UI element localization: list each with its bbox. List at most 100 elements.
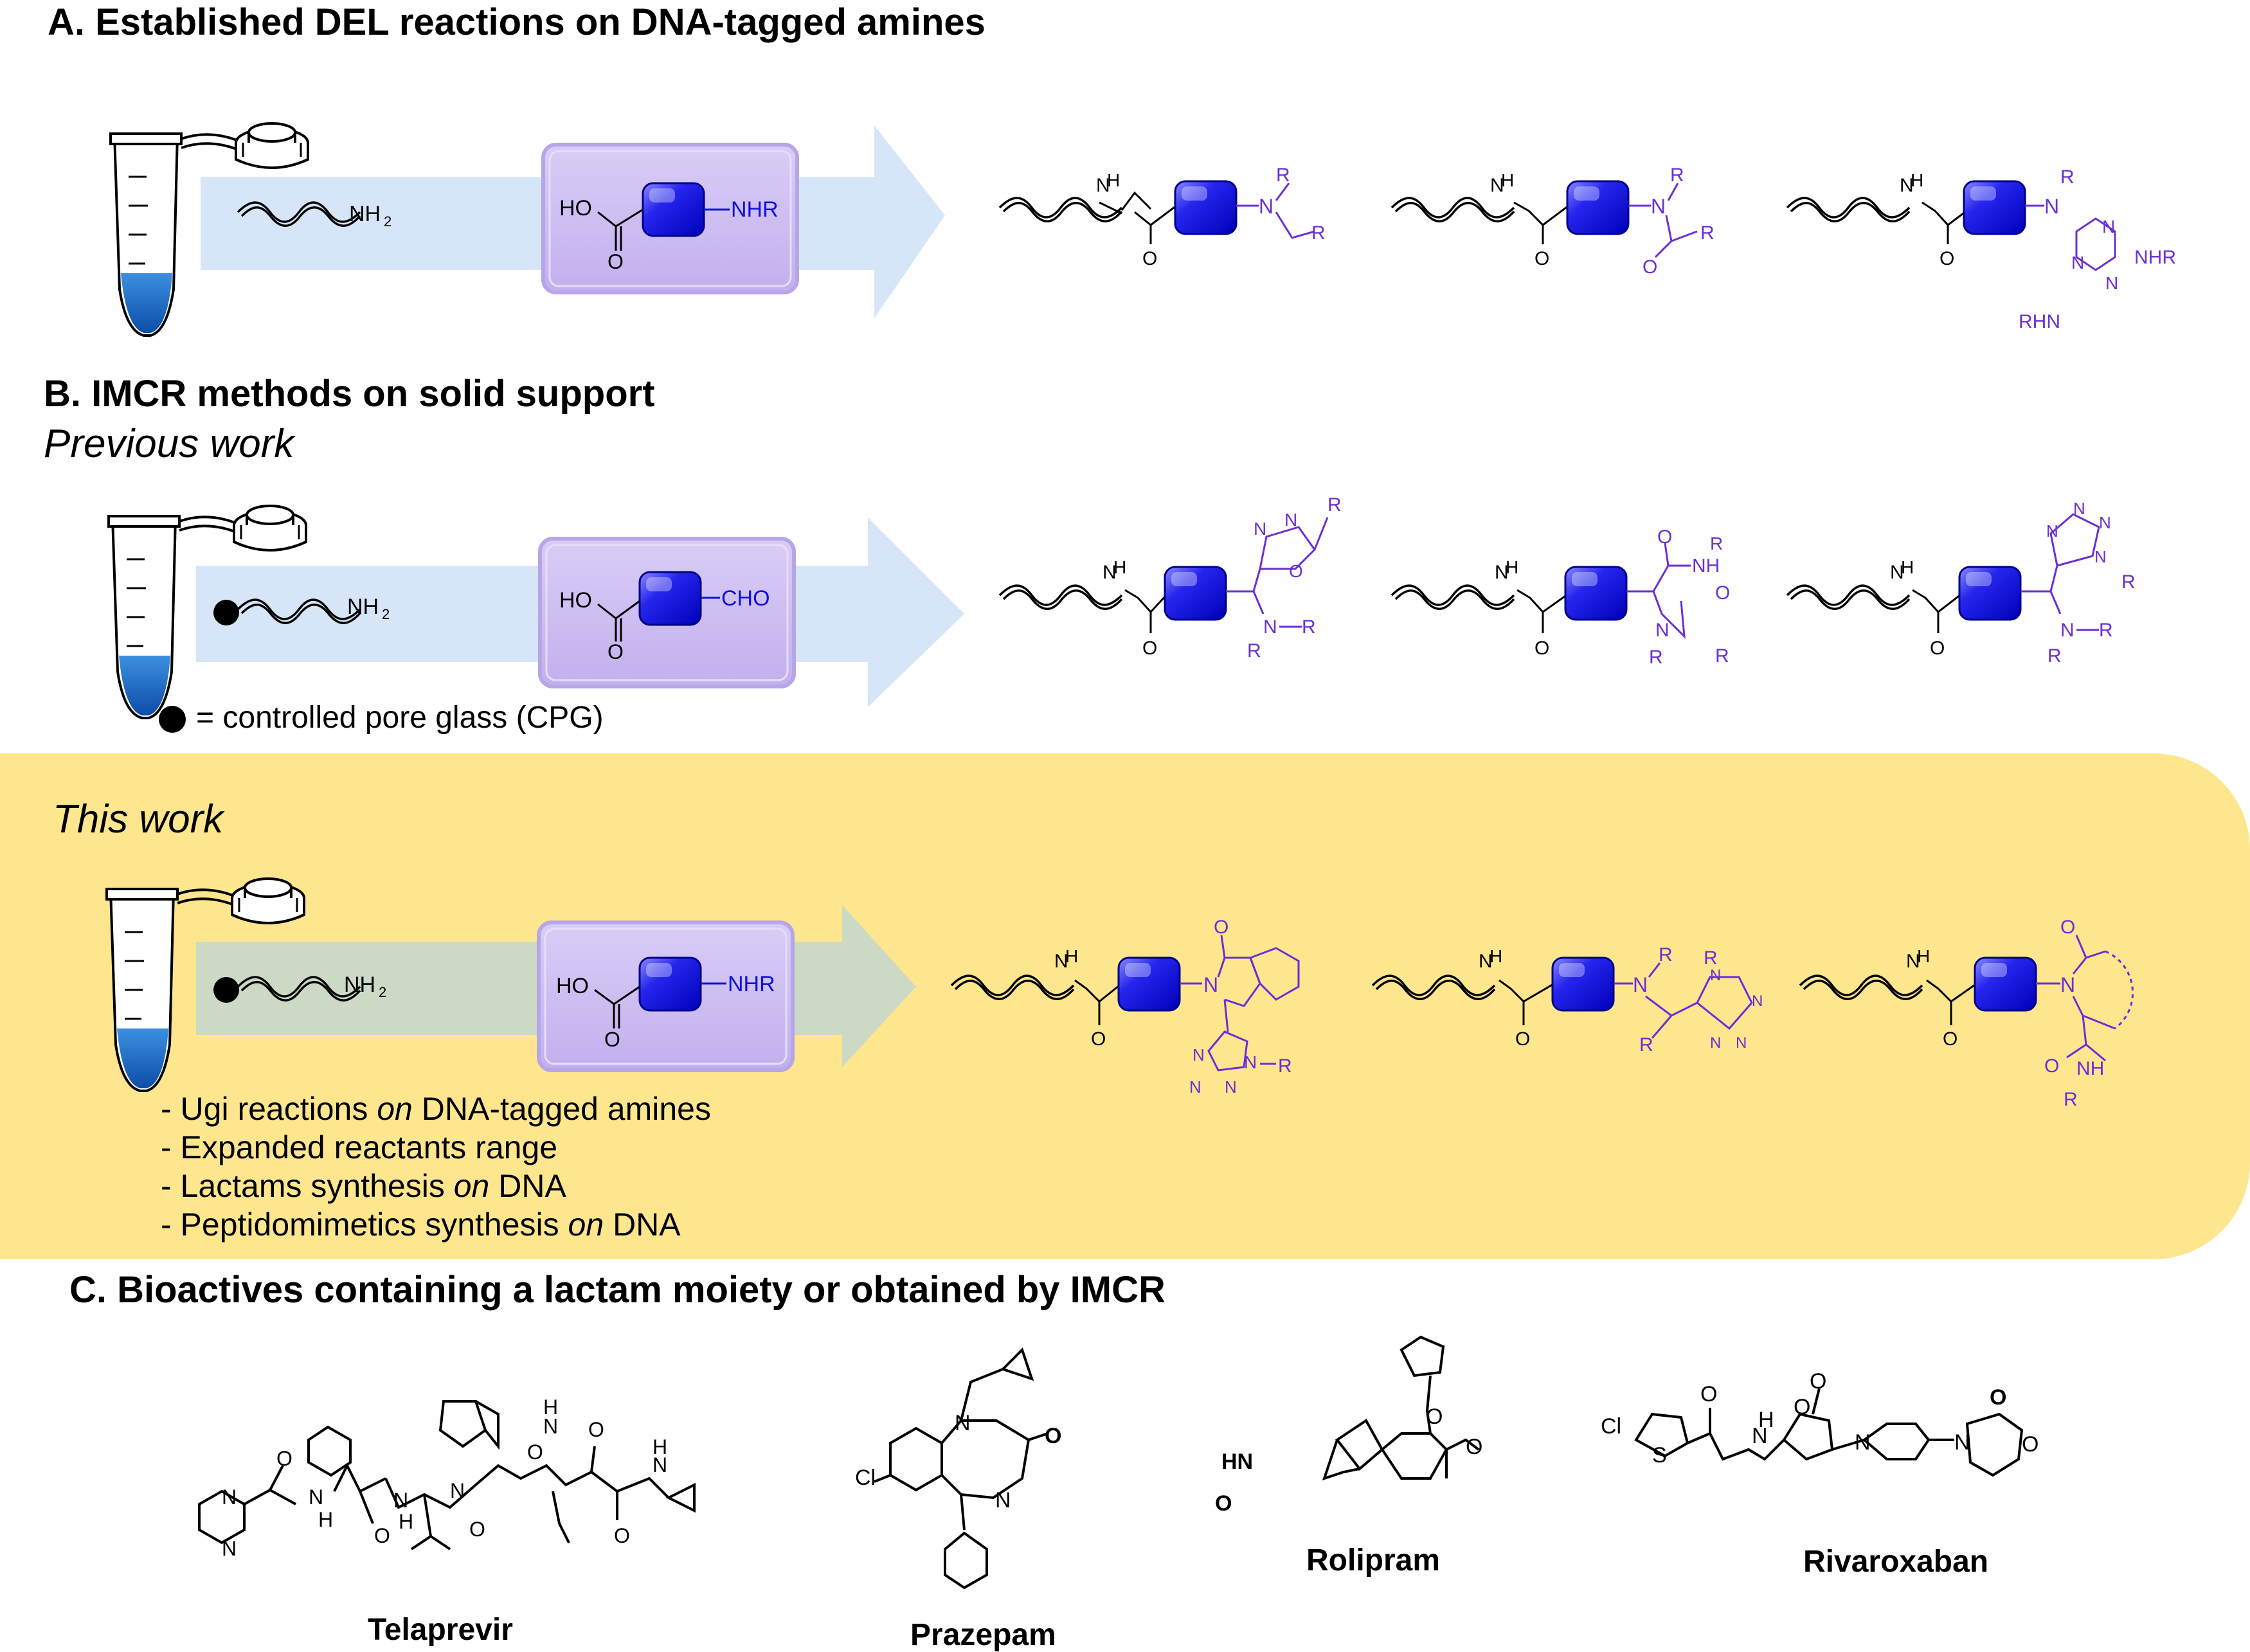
svg-text:N: N bbox=[1954, 1430, 1970, 1455]
svg-text:O: O bbox=[2044, 1055, 2059, 1077]
svg-text:N: N bbox=[2046, 521, 2058, 541]
svg-text:N: N bbox=[995, 1488, 1011, 1513]
svg-text:N: N bbox=[955, 1411, 971, 1435]
svg-text:RHN: RHN bbox=[2019, 311, 2060, 332]
product-b2: NH O O NH R N R O R bbox=[1390, 526, 1730, 668]
product-a2: NH O N R O R bbox=[1390, 165, 1715, 278]
svg-text:H: H bbox=[1501, 170, 1514, 190]
nh2-label: NH bbox=[349, 202, 381, 226]
product-c3: NH O N O O NH R bbox=[1799, 917, 2134, 1110]
svg-text:O: O bbox=[1943, 1028, 1958, 1050]
svg-text:O: O bbox=[1643, 256, 1657, 278]
feature-item: - Expanded reactants range bbox=[161, 1129, 558, 1165]
svg-text:O: O bbox=[276, 1447, 292, 1470]
svg-text:N: N bbox=[1752, 1424, 1768, 1448]
svg-text:O: O bbox=[1715, 582, 1730, 604]
svg-text:N: N bbox=[1284, 510, 1297, 530]
svg-text:O: O bbox=[588, 1418, 604, 1441]
prazepam-structure bbox=[874, 1347, 1048, 1590]
svg-text:N: N bbox=[1655, 620, 1670, 641]
svg-text:N: N bbox=[1752, 992, 1763, 1010]
svg-text:NH: NH bbox=[1692, 555, 1720, 577]
svg-text:N: N bbox=[543, 1415, 558, 1438]
svg-text:R: R bbox=[2099, 620, 2113, 641]
svg-text:O: O bbox=[2022, 1432, 2039, 1457]
svg-text:N: N bbox=[1906, 951, 1920, 972]
svg-text:O: O bbox=[1810, 1369, 1826, 1394]
svg-text:N: N bbox=[1096, 175, 1110, 196]
svg-text:HO: HO bbox=[559, 196, 592, 220]
svg-text:NH: NH bbox=[2076, 1058, 2104, 1079]
svg-text:O: O bbox=[1515, 1028, 1530, 1050]
svg-text:NHR: NHR bbox=[731, 197, 779, 222]
svg-text:O: O bbox=[374, 1524, 390, 1547]
svg-text:R: R bbox=[1659, 944, 1673, 965]
svg-text:O: O bbox=[1289, 561, 1303, 581]
svg-text:H: H bbox=[318, 1508, 333, 1531]
svg-text:R: R bbox=[2048, 645, 2062, 667]
svg-text:H: H bbox=[1490, 946, 1502, 966]
svg-text:N: N bbox=[393, 1489, 408, 1512]
svg-text:N: N bbox=[1633, 973, 1648, 996]
svg-text:O: O bbox=[1534, 248, 1549, 269]
drug-name-telaprevir: Telaprevir bbox=[368, 1613, 513, 1647]
svg-text:O: O bbox=[1466, 1435, 1482, 1459]
svg-text:O: O bbox=[1426, 1405, 1443, 1429]
svg-text:R: R bbox=[1704, 947, 1718, 969]
product-b1: NH O N N O R N R R bbox=[998, 494, 1342, 661]
svg-text:HN: HN bbox=[1221, 1450, 1253, 1474]
svg-text:R: R bbox=[2060, 166, 2074, 188]
svg-text:NHR: NHR bbox=[728, 972, 775, 996]
svg-text:N: N bbox=[1710, 967, 1721, 984]
svg-text:N: N bbox=[1259, 195, 1274, 218]
svg-text:CHO: CHO bbox=[721, 586, 770, 611]
svg-text:R: R bbox=[1710, 534, 1723, 553]
svg-text:N: N bbox=[1710, 1034, 1721, 1052]
svg-text:O: O bbox=[604, 1028, 620, 1051]
svg-text:N: N bbox=[309, 1486, 323, 1509]
svg-text:N: N bbox=[2099, 513, 2111, 532]
svg-text:H: H bbox=[399, 1510, 413, 1533]
svg-text:O: O bbox=[1657, 526, 1672, 548]
feature-list: - Ugi reactions on DNA-tagged amines - E… bbox=[161, 1090, 711, 1244]
svg-text:N: N bbox=[652, 1453, 667, 1477]
svg-text:HO: HO bbox=[559, 588, 592, 613]
cpg-note: = controlled pore glass (CPG) bbox=[196, 701, 604, 735]
rivaroxaban-structure bbox=[1634, 1388, 2024, 1477]
svg-text:O: O bbox=[1930, 638, 1945, 659]
product-a3: NH O N R N N N NHR RHN bbox=[1786, 166, 2176, 332]
svg-text:N: N bbox=[2094, 547, 2107, 566]
svg-text:N: N bbox=[1490, 175, 1504, 196]
svg-text:O: O bbox=[1045, 1424, 1061, 1448]
svg-text:H: H bbox=[1917, 946, 1930, 966]
svg-text:H: H bbox=[1113, 557, 1126, 577]
svg-text:N: N bbox=[1225, 1077, 1237, 1097]
svg-text:O: O bbox=[1534, 638, 1549, 659]
svg-text:O: O bbox=[608, 250, 624, 273]
svg-text:NHR: NHR bbox=[2134, 247, 2176, 268]
svg-text:N: N bbox=[1736, 1034, 1747, 1052]
feature-item: - Lactams synthesis on DNA bbox=[161, 1168, 566, 1204]
svg-text:H: H bbox=[652, 1435, 667, 1459]
telaprevir-structure bbox=[198, 1400, 696, 1550]
svg-text:Cl: Cl bbox=[855, 1466, 876, 1490]
svg-text:2: 2 bbox=[384, 213, 392, 229]
section-c-title: C. Bioactives containing a lactam moiety… bbox=[69, 1269, 1166, 1311]
svg-text:S: S bbox=[1652, 1443, 1667, 1468]
svg-text:O: O bbox=[1215, 1491, 1232, 1516]
svg-text:N: N bbox=[1192, 1045, 1205, 1064]
svg-text:HO: HO bbox=[556, 974, 589, 998]
svg-text:N: N bbox=[222, 1537, 237, 1560]
svg-text:NH: NH bbox=[347, 595, 379, 619]
section-a-title: A. Established DEL reactions on DNA-tagg… bbox=[48, 1, 986, 43]
svg-text:N: N bbox=[1189, 1077, 1202, 1097]
svg-text:R: R bbox=[1639, 1034, 1653, 1055]
svg-text:N: N bbox=[2044, 195, 2059, 218]
svg-text:O: O bbox=[1794, 1395, 1810, 1419]
svg-text:R: R bbox=[1311, 222, 1326, 244]
svg-text:NH: NH bbox=[344, 973, 375, 997]
svg-text:R: R bbox=[1276, 165, 1290, 186]
svg-text:O: O bbox=[1990, 1385, 2006, 1410]
product-a1: NH O N R R bbox=[998, 165, 1326, 269]
